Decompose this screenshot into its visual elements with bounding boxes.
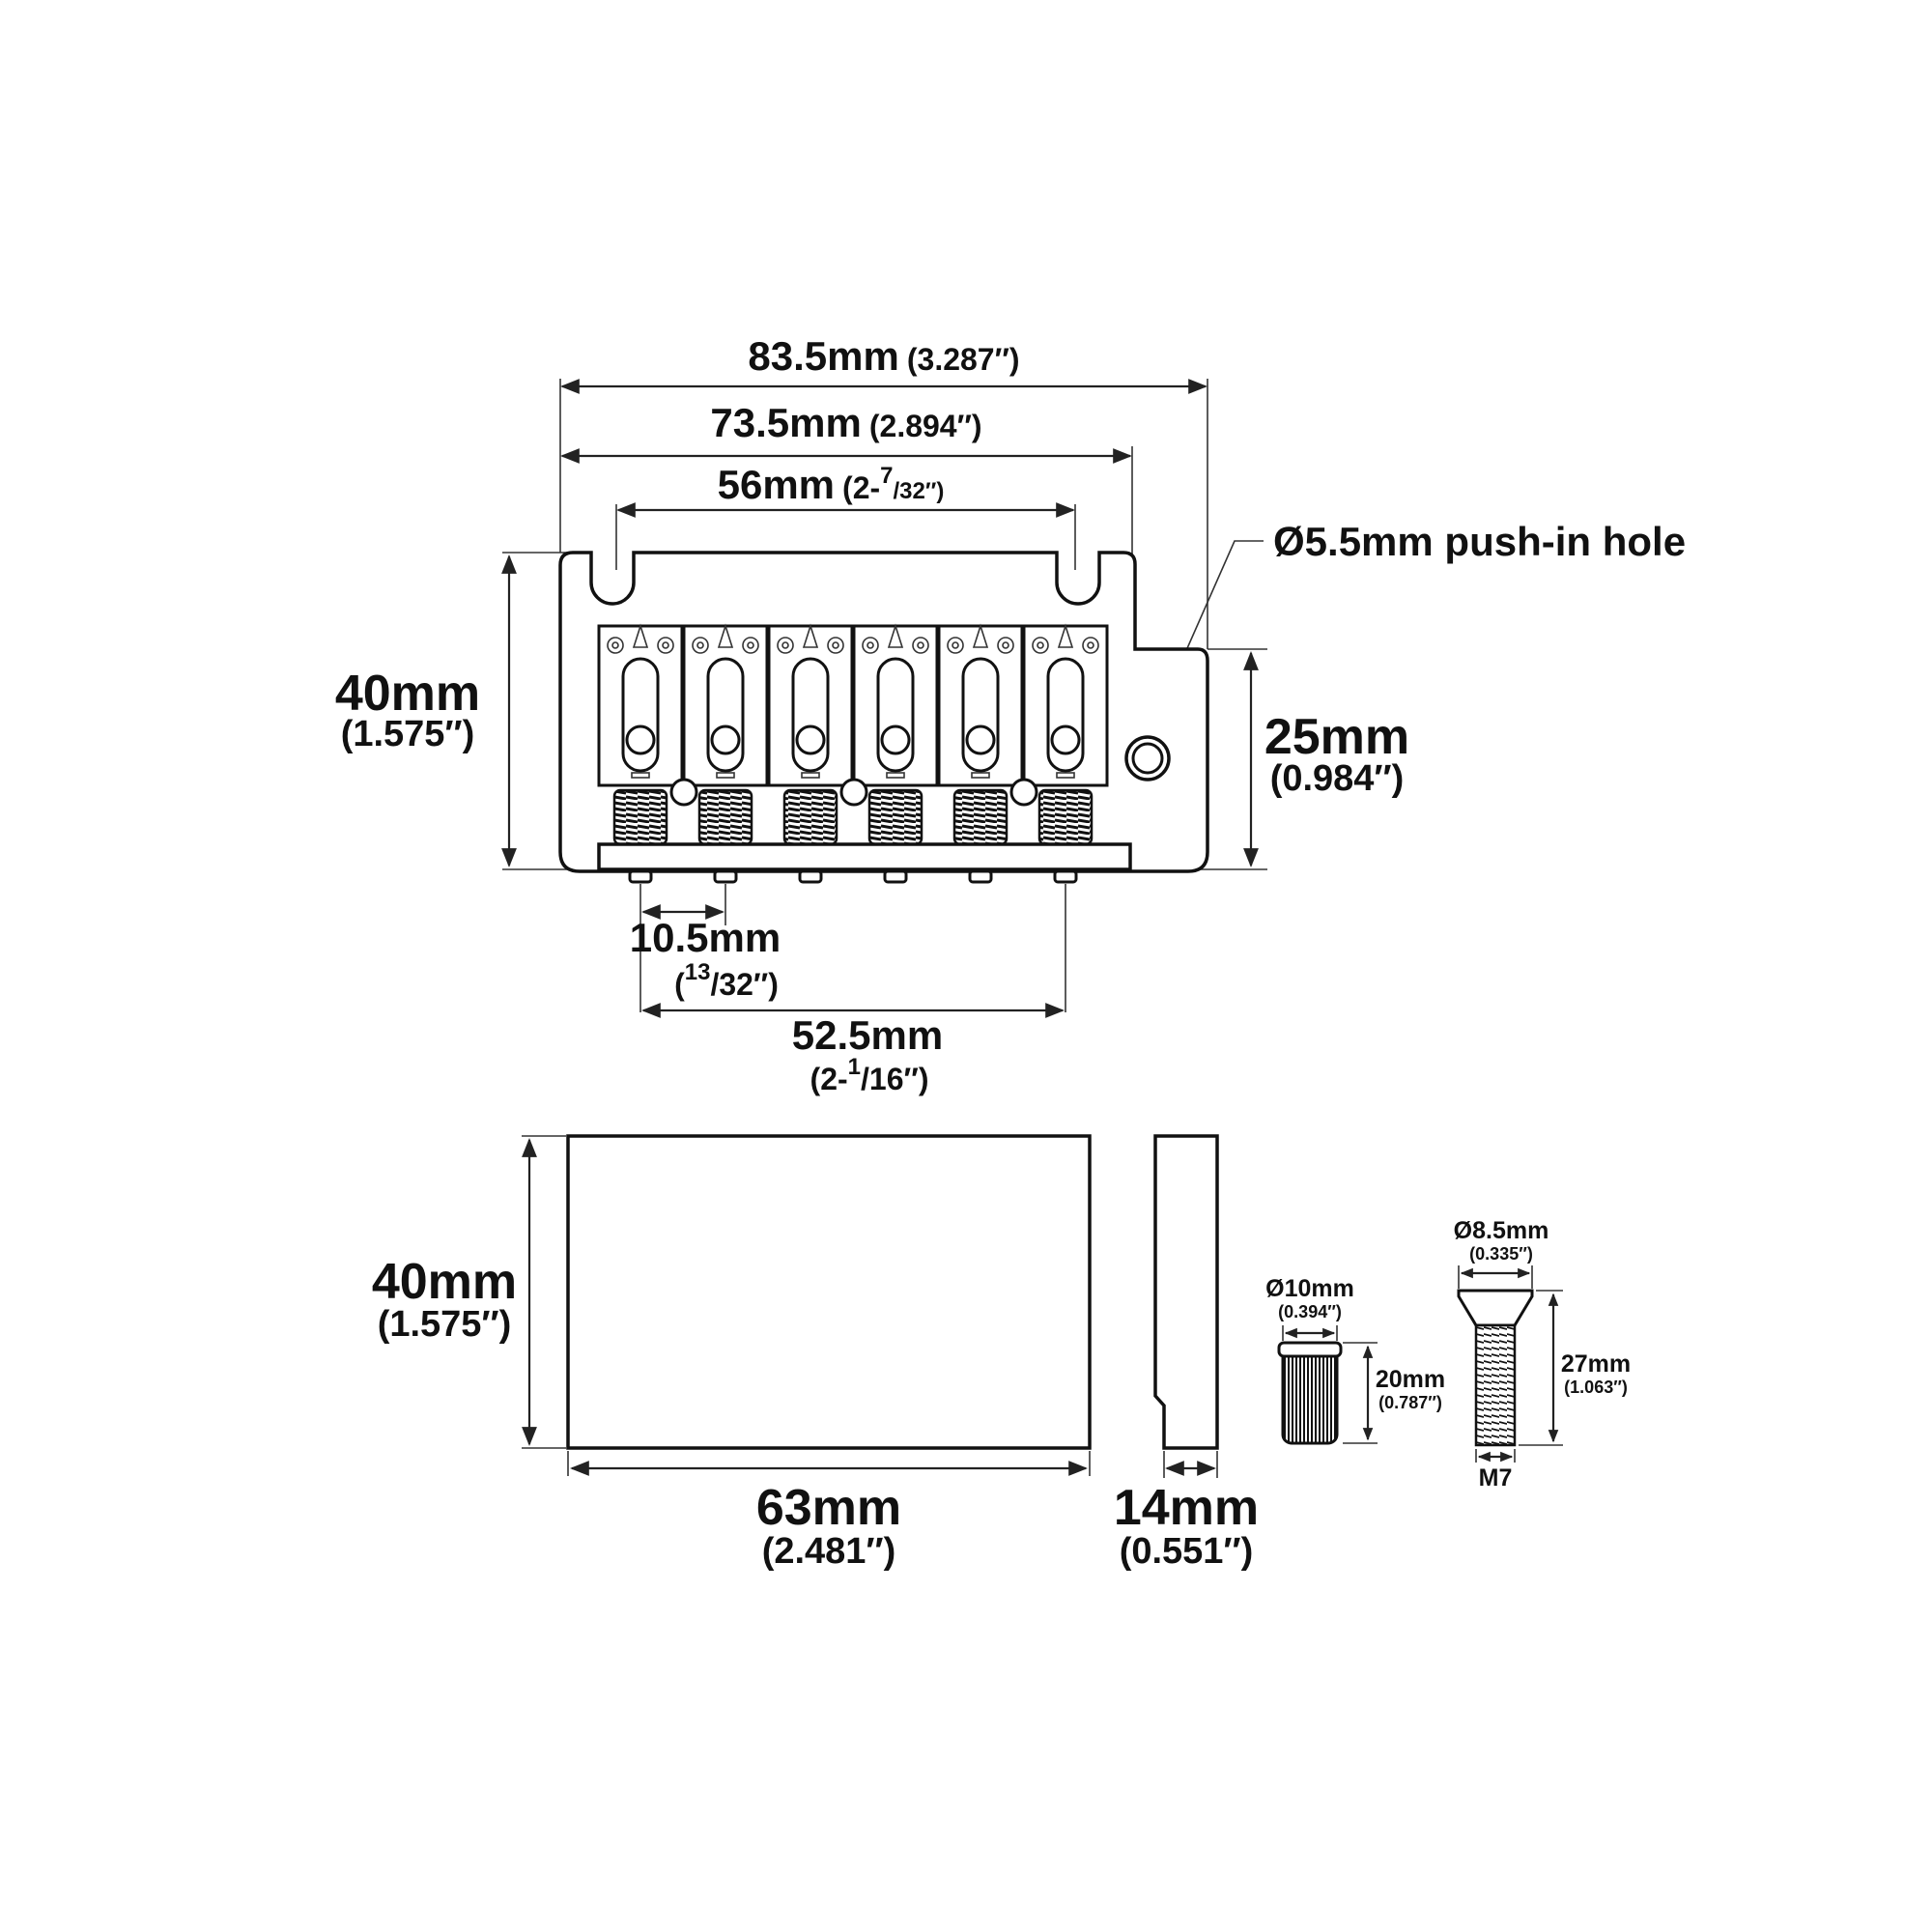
screw-length-inch-label: (1.063″) — [1564, 1378, 1628, 1397]
arm-height-mm-label: 25mm — [1264, 709, 1409, 765]
saddle — [1022, 623, 1109, 787]
intonation-screw — [1053, 869, 1078, 884]
screw-head — [1457, 1289, 1534, 1327]
outer-spacing-inch-label: (2-1/16″) — [810, 1054, 929, 1096]
tremolo-block-side-view: 14mm (0.551″) — [1114, 1134, 1259, 1572]
string-spacing-mm-label: 10.5mm — [630, 915, 781, 960]
side-depth-mm-label: 14mm — [1114, 1480, 1259, 1536]
tremolo-block-front — [566, 1134, 1092, 1450]
arm-height-inch-label: (0.984″) — [1270, 758, 1405, 799]
mounting-screw — [669, 778, 698, 807]
ferrule-flange — [1277, 1341, 1343, 1358]
mounting-screw — [839, 778, 868, 807]
mounting-screw — [1009, 778, 1038, 807]
ferrule-view: Ø10mm (0.394″) 20mm (0.787″) — [1265, 1275, 1445, 1445]
saddle-spring — [952, 788, 1009, 846]
height-inch-label: (1.575″) — [341, 714, 475, 754]
body-width-label: 73.5mm(2.894″) — [710, 400, 981, 445]
saddle — [937, 623, 1024, 787]
screw-thread-label: M7 — [1479, 1464, 1513, 1492]
intonation-screw — [968, 869, 993, 884]
saddle — [682, 623, 769, 787]
ferrule-length-inch-label: (0.787″) — [1378, 1393, 1442, 1412]
saddle-spring — [867, 788, 923, 846]
intonation-screw — [628, 869, 653, 884]
intonation-screw — [713, 869, 738, 884]
saddle-spring — [612, 788, 668, 846]
bridge-top-view: 83.5mm(3.287″) 73.5mm(2.894″) 56mm(2-7/3… — [335, 333, 1686, 1096]
saddle — [597, 623, 684, 787]
ferrule-diameter-inch-label: (0.394″) — [1278, 1302, 1342, 1321]
tremolo-block-front-view: 40mm (1.575″) 63mm (2.481″) — [372, 1134, 1092, 1572]
intonation-screw-group — [628, 869, 1078, 884]
intonation-screw — [798, 869, 823, 884]
saddle — [852, 623, 939, 787]
overall-width-label: 83.5mm(3.287″) — [748, 333, 1019, 379]
saddle — [767, 623, 854, 787]
screw-thread — [1474, 1323, 1517, 1447]
block-height-mm-label: 40mm — [372, 1254, 517, 1310]
saddle-spring — [782, 788, 838, 846]
screw-diameter-mm-label: Ø8.5mm — [1454, 1217, 1549, 1244]
intonation-screw — [883, 869, 908, 884]
saddle-spring — [1037, 788, 1094, 846]
mount-spacing-label: 56mm(2-7/32″) — [718, 462, 945, 507]
screw-length-mm-label: 27mm — [1561, 1350, 1631, 1378]
height-mm-label: 40mm — [335, 666, 480, 722]
tremolo-block-side — [1153, 1134, 1219, 1450]
block-width-mm-label: 63mm — [756, 1480, 901, 1536]
string-spacing-inch-label: (13/32″) — [674, 959, 779, 1002]
push-in-hole-label: Ø5.5mm push-in hole — [1273, 519, 1686, 564]
saddle-spring — [697, 788, 753, 846]
block-width-inch-label: (2.481″) — [762, 1531, 896, 1572]
outer-spacing-mm-label: 52.5mm — [792, 1012, 943, 1058]
ferrule-body — [1281, 1341, 1339, 1445]
bridge-back-plate — [597, 842, 1132, 871]
saddle-group — [597, 623, 1109, 787]
ferrule-length-mm-label: 20mm — [1376, 1366, 1445, 1393]
screw-view: Ø8.5mm (0.335″) 27mm (1.063″) M7 — [1454, 1217, 1631, 1492]
ferrule-diameter-mm-label: Ø10mm — [1265, 1275, 1354, 1302]
screw-diameter-inch-label: (0.335″) — [1469, 1244, 1533, 1264]
side-depth-inch-label: (0.551″) — [1120, 1531, 1254, 1572]
block-height-inch-label: (1.575″) — [378, 1304, 512, 1345]
push-in-hole-inner — [1131, 742, 1164, 775]
